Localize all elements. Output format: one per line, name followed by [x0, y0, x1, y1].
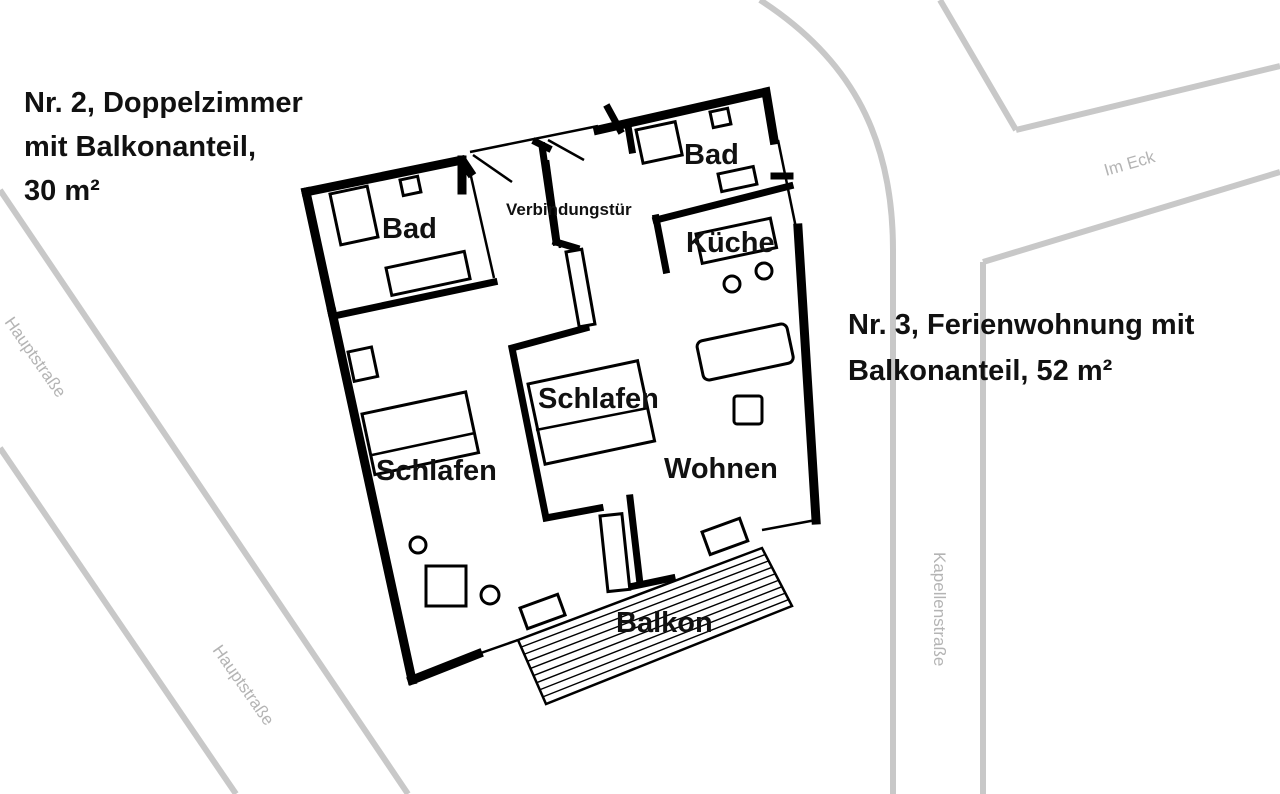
room-wohnen: Wohnen	[664, 453, 778, 485]
apartment-nr3-label: Nr. 3, Ferienwohnung mit Balkonanteil, 5…	[848, 309, 1195, 387]
room-verbindungstuer: Verbindungstür	[506, 200, 632, 219]
balcony	[516, 546, 794, 706]
outer-walls	[300, 86, 821, 686]
street-hauptstrasse-1: Hauptstraße	[1, 313, 70, 401]
street-hauptstrasse-2: Hauptstraße	[209, 641, 278, 729]
apartment-nr3-line1: Nr. 3, Ferienwohnung mit	[848, 309, 1195, 341]
room-schlafen-left: Schlafen	[376, 455, 497, 487]
balcony-hatch-line	[536, 586, 783, 684]
room-kueche: Küche	[686, 227, 775, 259]
balcony-hatch-line	[530, 573, 776, 670]
apartment-nr2-line3: 30 m²	[24, 175, 100, 207]
room-balkon: Balkon	[616, 607, 713, 639]
apartment-nr3-line2: Balkonanteil, 52 m²	[848, 355, 1113, 387]
room-schlafen-right: Schlafen	[538, 383, 659, 415]
balcony-hatch-line	[523, 560, 769, 655]
balcony-hatch-line	[533, 579, 779, 677]
street-im-eck: Im Eck	[1102, 147, 1158, 180]
room-bad-left: Bad	[382, 213, 437, 245]
balcony-hatch-line	[542, 598, 789, 698]
apartment-nr2-label: Nr. 2, Doppelzimmer mit Balkonanteil, 30…	[24, 87, 303, 207]
balcony-hatch-line	[539, 592, 786, 691]
balcony-hatch-line	[520, 553, 766, 648]
balcony-hatch-line	[527, 566, 773, 662]
room-bad-right: Bad	[684, 139, 739, 171]
street-kapellenstrasse: Kapellenstraße	[930, 552, 949, 666]
apartment-nr2-line1: Nr. 2, Doppelzimmer	[24, 87, 303, 119]
furniture	[328, 106, 795, 631]
apartment-nr2-line2: mit Balkonanteil,	[24, 131, 256, 163]
interior-walls	[329, 103, 795, 591]
